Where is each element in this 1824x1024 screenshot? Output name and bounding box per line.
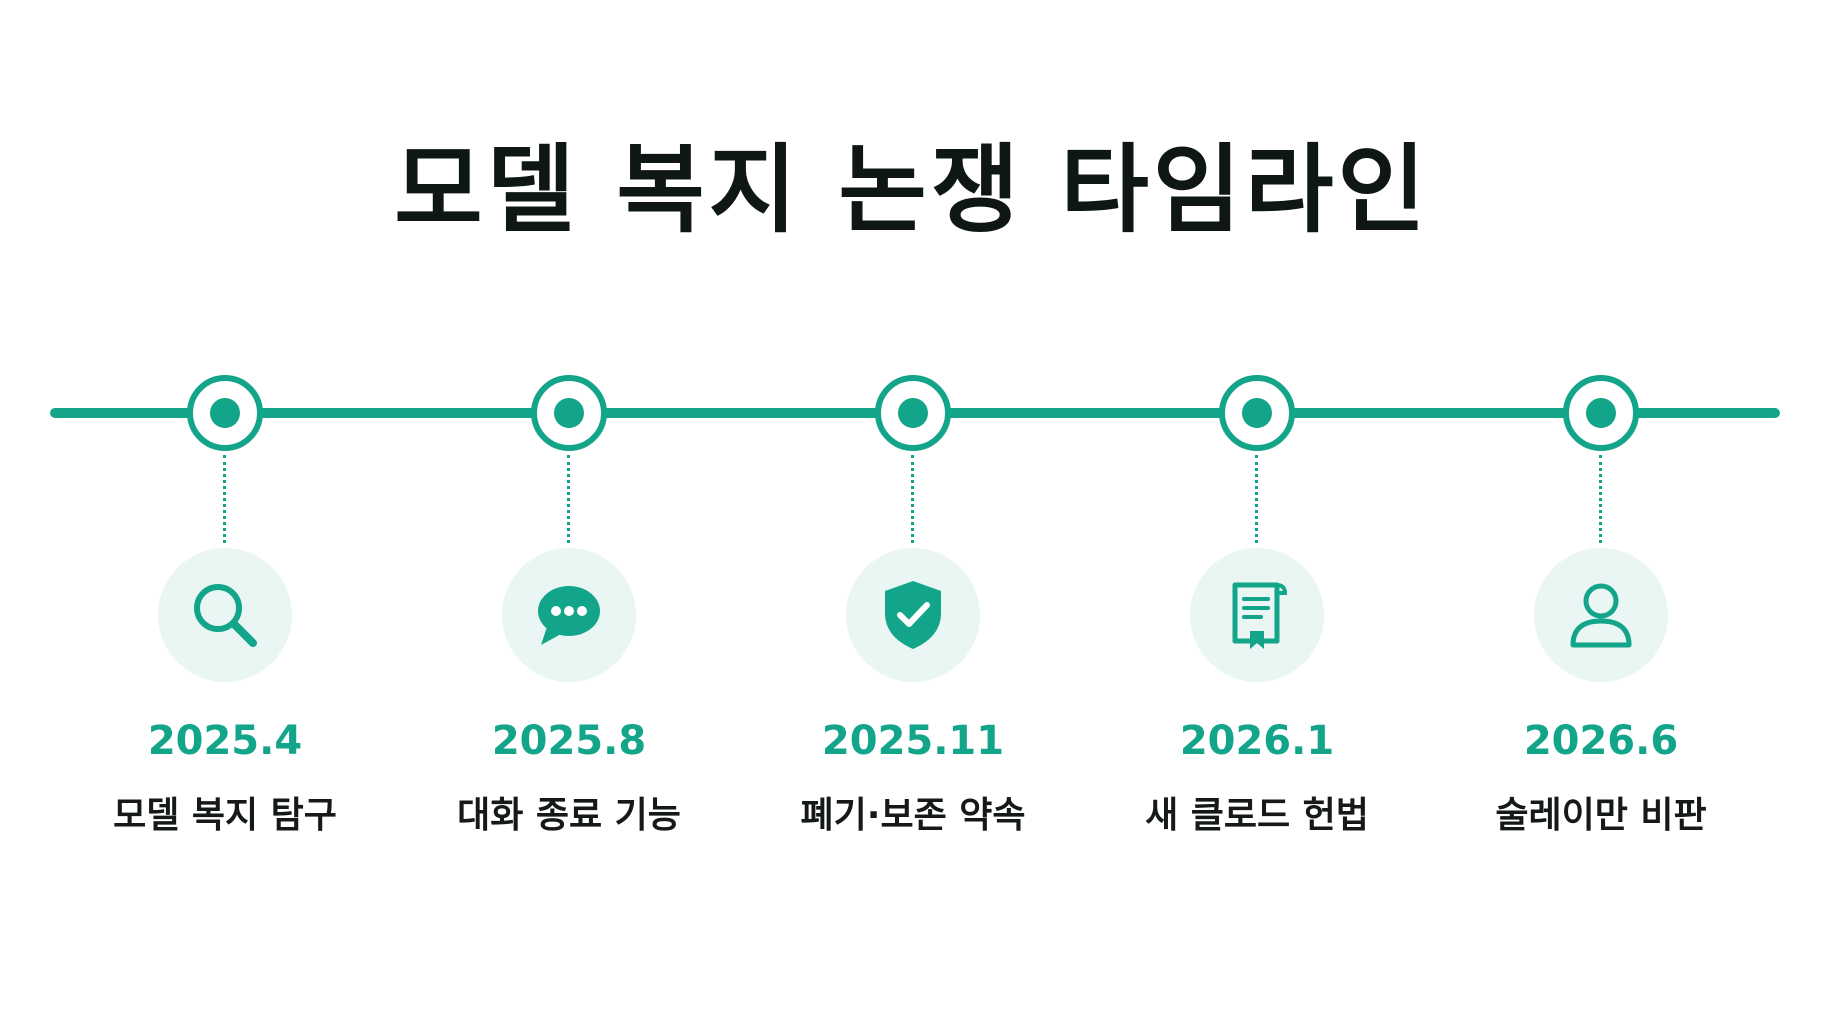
milestone-label: 술레이만 비판 (1495, 795, 1707, 836)
icon-badge (1534, 548, 1668, 682)
dotted-connector (1599, 455, 1602, 543)
milestone-label: 새 클로드 헌법 (1145, 795, 1369, 836)
dotted-connector (911, 455, 914, 543)
icon-badge (1190, 548, 1324, 682)
milestone-2: 2025.8 대화 종료 기능 (419, 0, 719, 1024)
milestone-3: 2025.11 폐기·보존 약속 (763, 0, 1063, 1024)
chat-bubble-icon (538, 586, 600, 645)
shield-check-icon (885, 581, 941, 649)
milestone-date: 2025.4 (147, 718, 303, 764)
icon-badge (158, 548, 292, 682)
milestone-label: 대화 종료 기능 (457, 795, 681, 836)
search-icon (194, 584, 257, 647)
timeline-node (1219, 375, 1295, 451)
document-certificate-icon (1232, 582, 1288, 649)
milestone-date: 2026.1 (1179, 718, 1335, 764)
milestone-date: 2025.8 (491, 718, 647, 764)
milestone-label: 모델 복지 탐구 (113, 795, 337, 836)
milestone-4: 2026.1 새 클로드 헌법 (1107, 0, 1407, 1024)
milestone-1: 2025.4 모델 복지 탐구 (75, 0, 375, 1024)
dotted-connector (567, 455, 570, 543)
milestone-date: 2026.6 (1523, 718, 1679, 764)
page-title: 모델 복지 논쟁 타임라인 (394, 134, 1430, 246)
timeline-node (187, 375, 263, 451)
timeline-node (875, 375, 951, 451)
dotted-connector (223, 455, 226, 543)
timeline-node (531, 375, 607, 451)
icon-badge (502, 548, 636, 682)
milestone-date: 2025.11 (821, 718, 1005, 764)
timeline-node (1563, 375, 1639, 451)
milestone-label: 폐기·보존 약속 (800, 795, 1026, 836)
dotted-connector (1255, 455, 1258, 543)
icon-badge (846, 548, 980, 682)
milestone-5: 2026.6 술레이만 비판 (1451, 0, 1751, 1024)
person-icon (1570, 583, 1632, 648)
